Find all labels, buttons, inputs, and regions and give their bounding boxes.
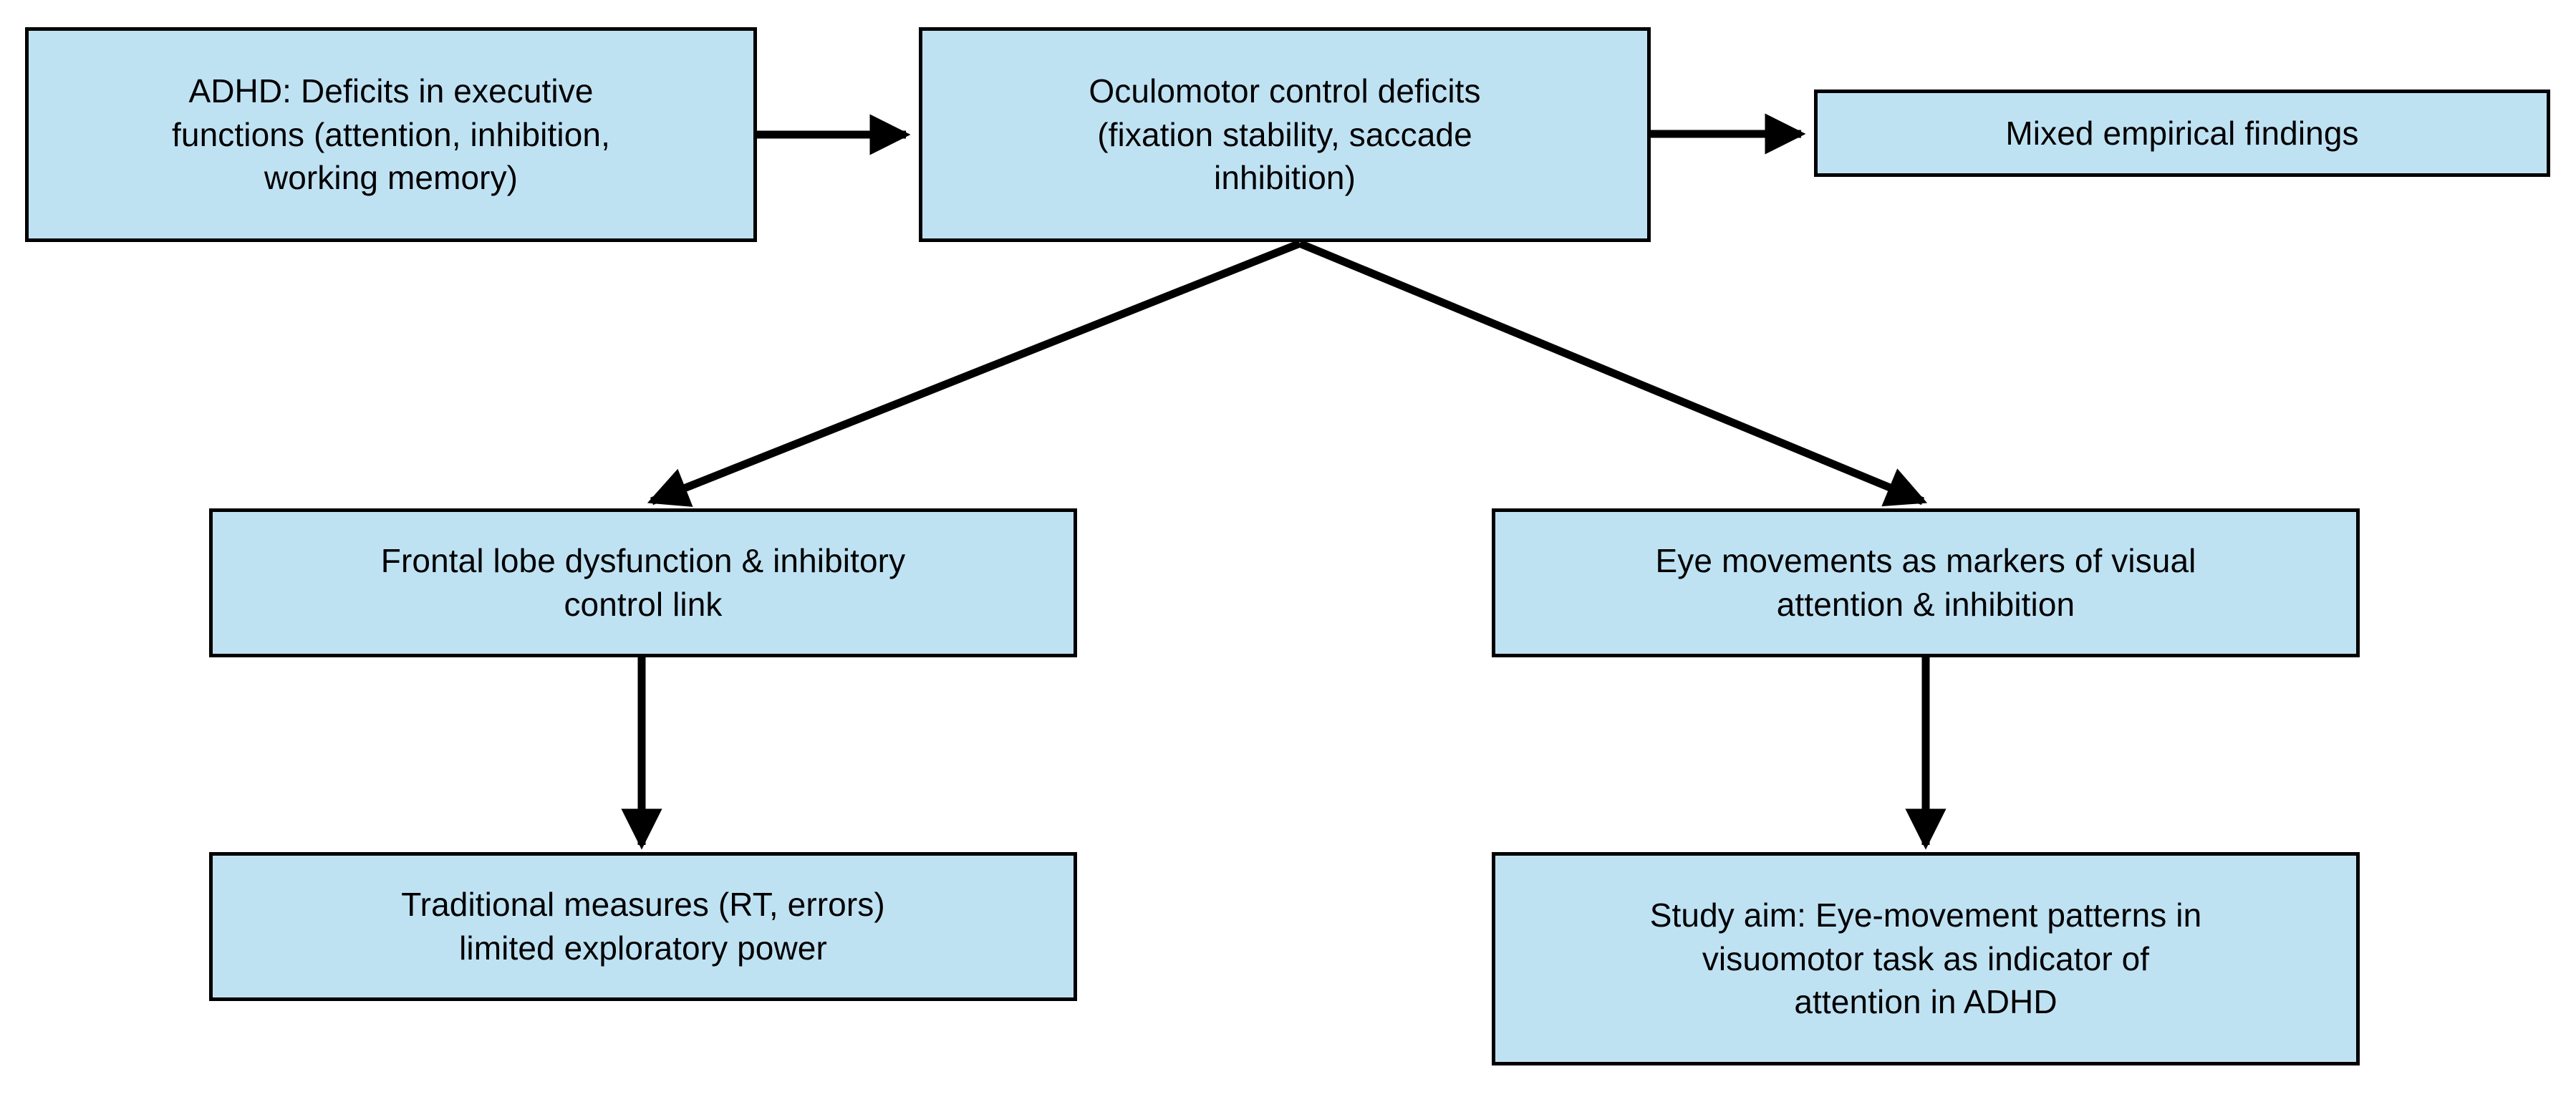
node-traditional-measures-limited[interactable]: Traditional measures (RT, errors) limite… <box>209 852 1077 1001</box>
node-label-mixed-empirical-findings: Mixed empirical findings <box>2005 114 2359 152</box>
node-eye-movements-markers[interactable]: Eye movements as markers of visual atten… <box>1492 508 2360 657</box>
node-label-study-aim: Study aim: Eye-movement patterns in visu… <box>1649 896 2202 1021</box>
node-label-eye-movements-markers: Eye movements as markers of visual atten… <box>1655 542 2196 623</box>
edge-oculomotor-to-eyemovements <box>1298 239 1928 507</box>
node-label-oculomotor-control-deficits: Oculomotor control deficits (fixation st… <box>1089 72 1481 197</box>
node-label-traditional-measures-limited: Traditional measures (RT, errors) limite… <box>401 886 885 967</box>
node-frontal-lobe-dysfunction[interactable]: Frontal lobe dysfunction & inhibitory co… <box>209 508 1077 657</box>
node-study-aim[interactable]: Study aim: Eye-movement patterns in visu… <box>1492 852 2360 1065</box>
node-adhd-executive-deficits[interactable]: ADHD: Deficits in executive functions (a… <box>25 27 757 242</box>
node-label-adhd-executive-deficits: ADHD: Deficits in executive functions (a… <box>172 72 610 197</box>
node-label-frontal-lobe-dysfunction: Frontal lobe dysfunction & inhibitory co… <box>380 542 906 623</box>
node-mixed-empirical-findings[interactable]: Mixed empirical findings <box>1814 90 2550 177</box>
edge-oculomotor-to-frontal <box>647 239 1302 507</box>
node-oculomotor-control-deficits[interactable]: Oculomotor control deficits (fixation st… <box>919 27 1651 242</box>
